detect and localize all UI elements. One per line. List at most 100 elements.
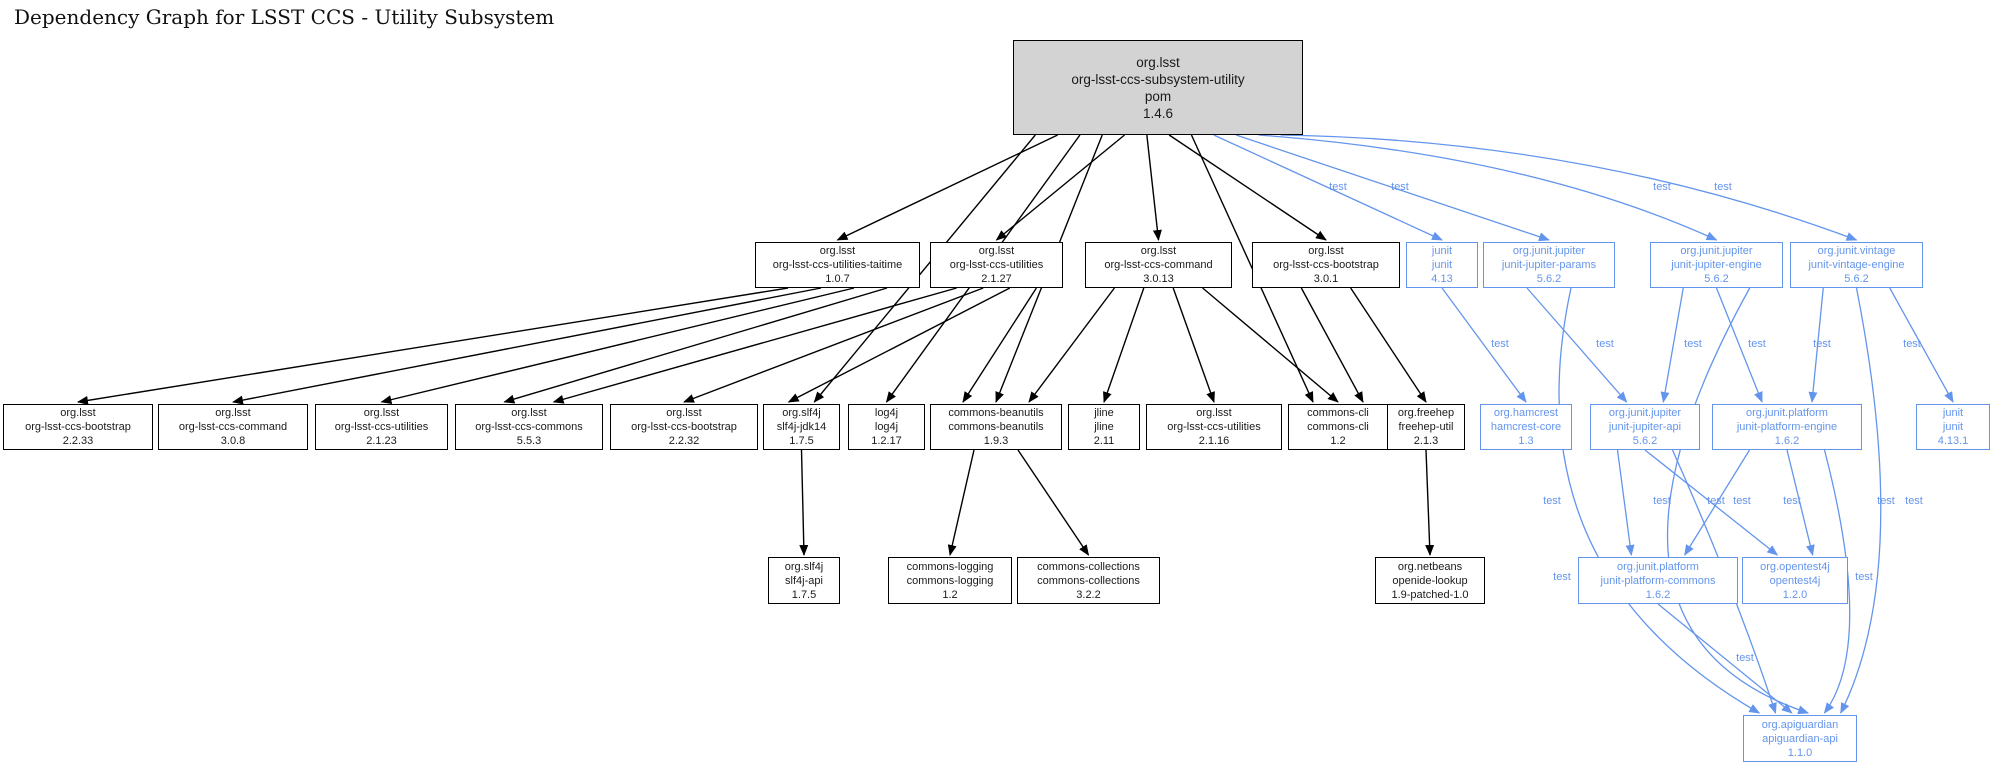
node-text-line: org.junit.jupiter [1512, 245, 1586, 257]
node-text-line: 5.6.2 [1704, 273, 1729, 285]
node-text-line: 1.6.2 [1774, 435, 1800, 447]
node-text-line: org-lsst-ccs-bootstrap [25, 421, 131, 433]
edge-label-test: test [1905, 495, 1923, 507]
node-text-line: org-lsst-ccs-bootstrap [1273, 259, 1379, 271]
edge-label-test: test [1877, 495, 1895, 507]
node-text-line: org.freehep [1397, 407, 1455, 419]
node-text-line: org.junit.platform [1746, 407, 1828, 419]
edge-label-test: test [1553, 571, 1571, 583]
node-text-line: org.hamcrest [1493, 407, 1559, 419]
edge-taitime-command-3-0-8 [232, 287, 822, 405]
edge-commons-beanutils-commons-logging [947, 449, 975, 556]
edge-platform-commons-apiguardian [1657, 603, 1793, 714]
edge-label-test: test [1684, 338, 1702, 350]
dep-node-platform-engine: org.junit.platform junit-platform-engine 1… [1712, 404, 1862, 450]
node-text-line: freehep-util [1398, 421, 1454, 433]
node-text-line: apiguardian-api [1762, 732, 1838, 745]
node-text-line: org-lsst-ccs-utilities [949, 259, 1044, 271]
node-text-line: junit [1942, 407, 1964, 419]
node-text-line: 3.0.8 [220, 435, 246, 447]
edge-jupiter-engine-jupiter-api [1660, 287, 1684, 403]
node-text-line: org.junit.vintage [1817, 245, 1896, 257]
node-text-line: org.netbeans [1397, 560, 1463, 573]
node-text-line: 3.0.1 [1313, 273, 1339, 285]
node-text-line: 1.7.5 [791, 588, 817, 601]
edge-label-test: test [1391, 181, 1409, 193]
edge-jupiter-api-platform-commons [1616, 449, 1635, 556]
node-text-line: org.lsst [666, 407, 702, 419]
node-text-line: org-lsst-ccs-commons [475, 421, 583, 433]
node-text-line: slf4j-api [785, 574, 823, 587]
node-text-line: 1.9-patched-1.0 [1391, 588, 1469, 601]
node-text-line: junit [1431, 259, 1453, 271]
node-text-line: 1.2.17 [871, 435, 902, 447]
node-text-line: org.slf4j [784, 560, 824, 573]
edge-root-taitime [836, 134, 1058, 241]
node-text-line: 1.3 [1518, 435, 1534, 447]
edge-label-test: test [1748, 338, 1766, 350]
node-text-line: org-lsst-ccs-subsystem-utility [1071, 71, 1245, 87]
edge-label-test: test [1855, 571, 1873, 583]
edge-taitime-commons-5-5-3 [503, 287, 888, 404]
edge-vintage-engine-junit-4-13-1 [1889, 287, 1954, 403]
node-text-line: 1.7.5 [789, 435, 814, 447]
edge-commons-beanutils-commons-collections [1017, 449, 1090, 556]
edge-label-test: test [1707, 495, 1725, 507]
node-text-line: org-lsst-ccs-utilities-taitime [772, 259, 903, 271]
node-text-line: 3.0.13 [1143, 273, 1174, 285]
node-text-line: junit-platform-engine [1736, 421, 1838, 433]
edge-label-test: test [1653, 495, 1671, 507]
node-text-line: opentest4j [1769, 574, 1821, 587]
node-text-line: slf4j-jdk14 [776, 421, 827, 433]
node-text-line: 5.6.2 [1536, 273, 1562, 285]
node-text-line: commons-collections [1037, 574, 1140, 587]
node-text-line: 1.2 [942, 588, 958, 601]
edge-command-3-0-13-commons-cli [1202, 287, 1339, 403]
node-text-line: commons-logging [906, 560, 994, 573]
edge-root-bootstrap-3-0-1 [1168, 134, 1327, 241]
graph-title: Dependency Graph for LSST CCS - Utility … [14, 5, 555, 29]
node-text-line: 3.2.2 [1076, 588, 1101, 601]
node-text-line: pom [1144, 88, 1172, 104]
node-text-line: org.lsst [511, 407, 547, 419]
node-text-line: log4j [874, 421, 899, 433]
node-text-line: 1.2 [1330, 435, 1346, 447]
node-text-line: junit-jupiter-engine [1671, 259, 1762, 271]
node-text-line: org.lsst [215, 407, 251, 419]
edge-utilities-2-1-27-commons-beanutils [962, 287, 1037, 403]
node-text-line: 4.13 [1431, 273, 1453, 285]
node-text-line: org.lsst [363, 407, 400, 419]
edge-taitime-utilities-2-1-23 [380, 287, 855, 405]
edge-slf4j-jdk14-slf4j-api [799, 449, 809, 556]
edge-root-jupiter-engine [1258, 134, 1718, 241]
edge-command-3-0-13-commons-beanutils [1028, 287, 1115, 403]
edge-command-3-0-13-jline [1103, 287, 1145, 403]
node-text-line: 2.2.32 [668, 435, 700, 447]
edge-root-utilities-2-1-27 [995, 134, 1125, 241]
edge-label-test: test [1783, 495, 1801, 507]
edge-taitime-bootstrap-2-2-33 [77, 287, 789, 405]
node-text-line: commons-cli [1307, 407, 1369, 419]
node-text-line: org.junit.platform [1617, 560, 1699, 573]
